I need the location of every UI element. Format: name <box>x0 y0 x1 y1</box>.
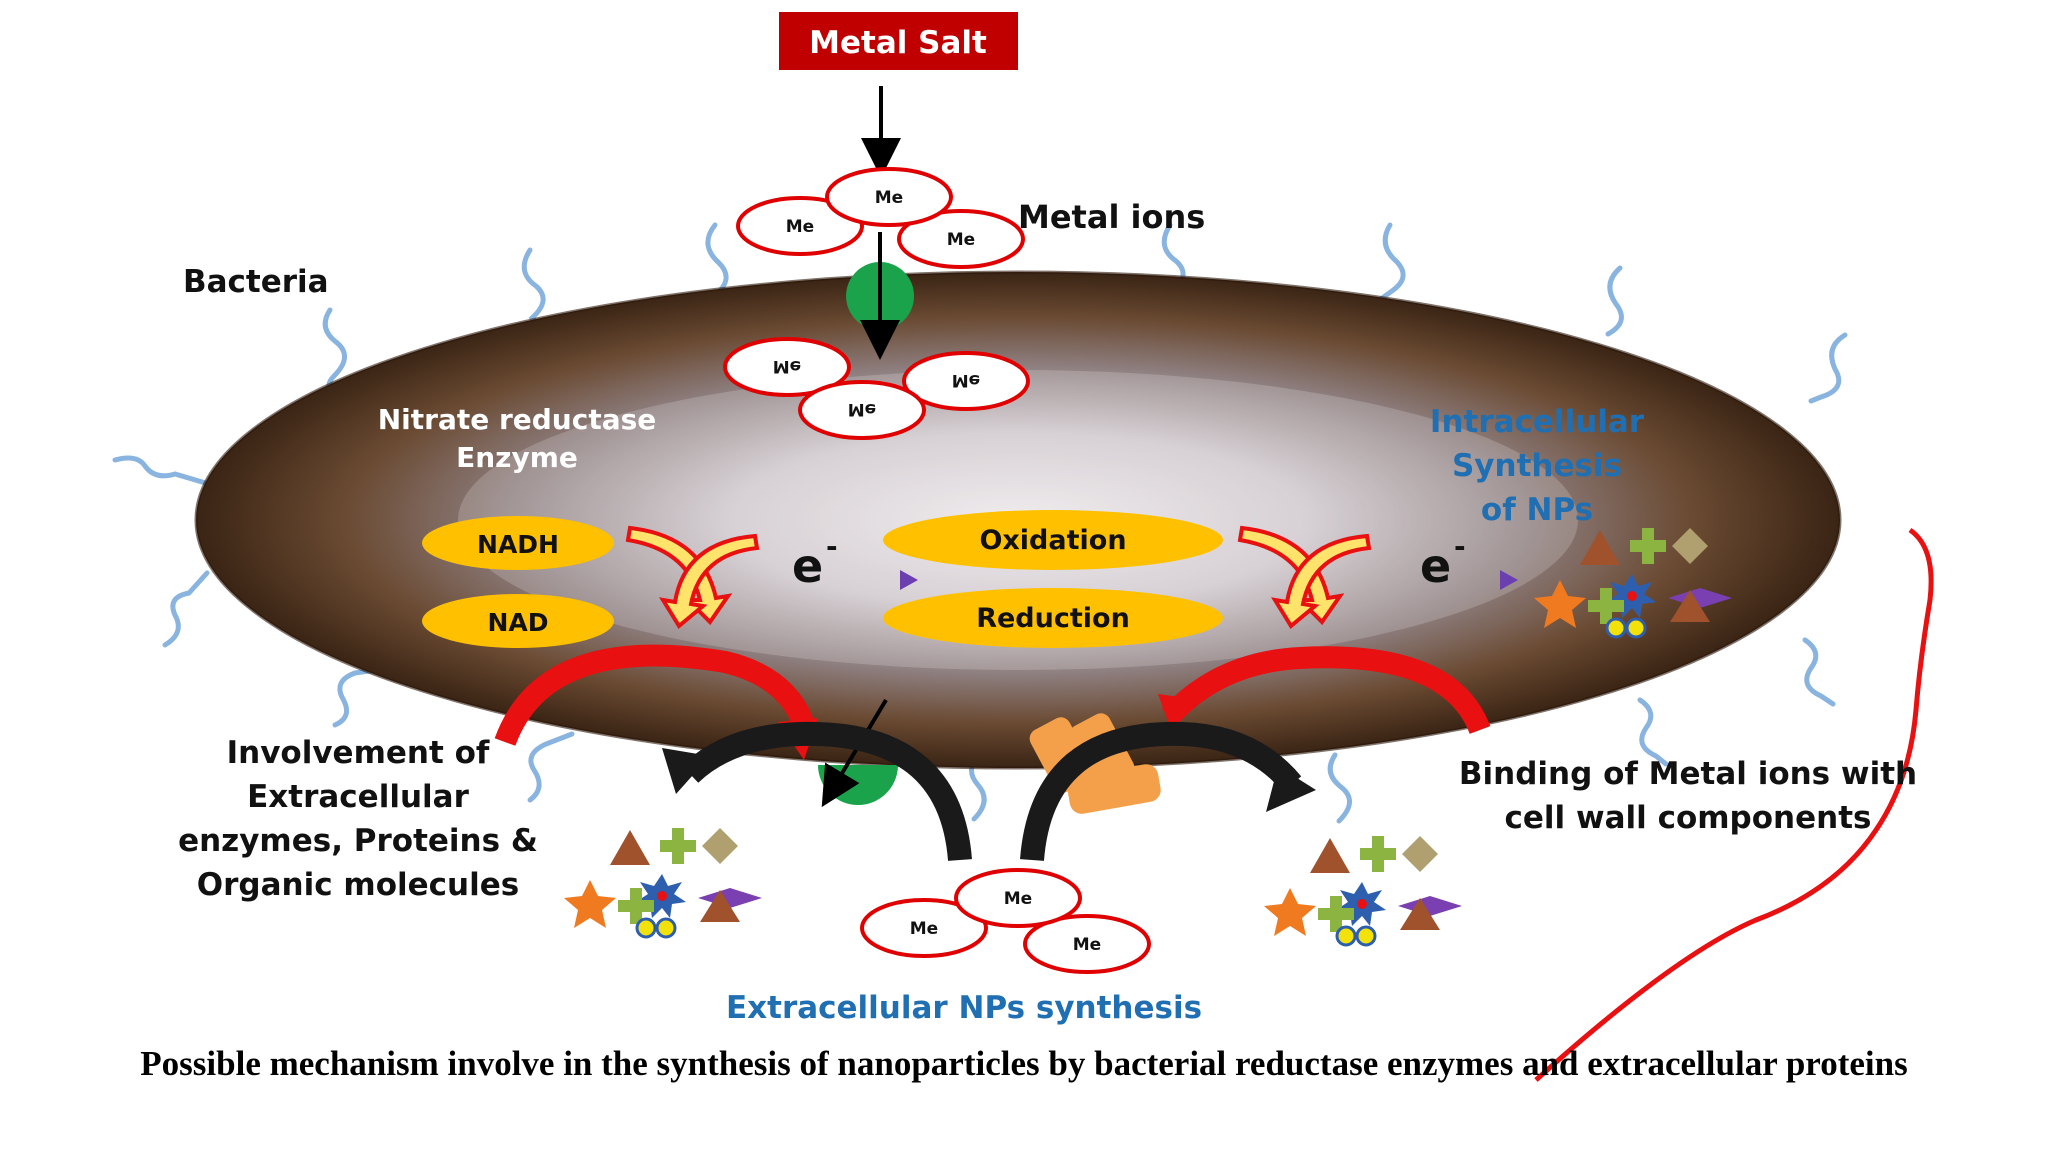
me-label: Me <box>773 356 801 376</box>
red-curved-arrows <box>494 644 1491 747</box>
reduction-pill <box>883 588 1223 648</box>
metal-ions-inside: Me Me Me <box>723 337 1030 440</box>
me-label: Me <box>875 188 903 208</box>
intracellular-label-1: Intracellular <box>1430 404 1645 440</box>
extracellular-synthesis-label: Extracellular NPs synthesis <box>726 990 1202 1026</box>
metal-salt-box <box>779 12 1018 70</box>
involvement-label-1: Involvement of <box>227 735 490 771</box>
nadh-label: NADH <box>477 530 559 559</box>
enzyme-label: Enzyme <box>456 441 578 474</box>
reduction-label: Reduction <box>976 603 1130 634</box>
nanoparticles-extracellular-right <box>1264 836 1462 947</box>
me-label: Me <box>947 230 975 250</box>
metal-ions-label: Metal ions <box>1018 198 1205 236</box>
metal-salt-label: Metal Salt <box>809 25 987 61</box>
nad-label: NAD <box>487 608 548 637</box>
metal-ions-bottom: Me Me Me <box>860 868 1151 974</box>
involvement-label-2: Extracellular <box>247 779 469 815</box>
redox-cross-arrows-right <box>1237 525 1372 630</box>
electron-label-right: e <box>1420 539 1451 593</box>
me-label: Me <box>1073 935 1101 955</box>
oxidation-pill <box>883 510 1223 570</box>
binding-label-1: Binding of Metal ions with <box>1459 756 1917 792</box>
nadh-pill <box>422 516 614 570</box>
me-label: Me <box>952 370 980 390</box>
oxidation-label: Oxidation <box>979 525 1126 556</box>
electron-label-left: e <box>792 539 823 593</box>
nanoparticles-intracellular <box>1534 528 1732 639</box>
me-label: Me <box>848 399 876 419</box>
figure-caption: Possible mechanism involve in the synthe… <box>140 1044 1908 1083</box>
binding-label-2: cell wall components <box>1505 800 1872 836</box>
intracellular-label-2: Synthesis <box>1452 448 1622 484</box>
me-label: Me <box>1004 889 1032 909</box>
involvement-label-4: Organic molecules <box>197 867 519 903</box>
electron-charge-left: - <box>826 530 838 563</box>
green-channel-bottom <box>818 765 898 805</box>
intracellular-label-3: of NPs <box>1481 492 1593 528</box>
redox-cross-arrows-left <box>625 525 760 630</box>
metal-ions-outside: Me Me Me <box>736 167 1025 269</box>
me-label: Me <box>786 217 814 237</box>
nanoparticles-extracellular-left <box>564 828 762 939</box>
involvement-label-3: enzymes, Proteins & <box>178 823 538 859</box>
nitrate-reductase-label: Nitrate reductase <box>378 403 657 436</box>
nad-pill <box>422 594 614 648</box>
black-curved-arrows <box>681 721 1302 862</box>
me-label: Me <box>910 919 938 939</box>
bacteria-label: Bacteria <box>183 264 329 300</box>
red-annotation-line <box>1534 527 1934 1082</box>
electron-charge-right: - <box>1454 530 1466 563</box>
